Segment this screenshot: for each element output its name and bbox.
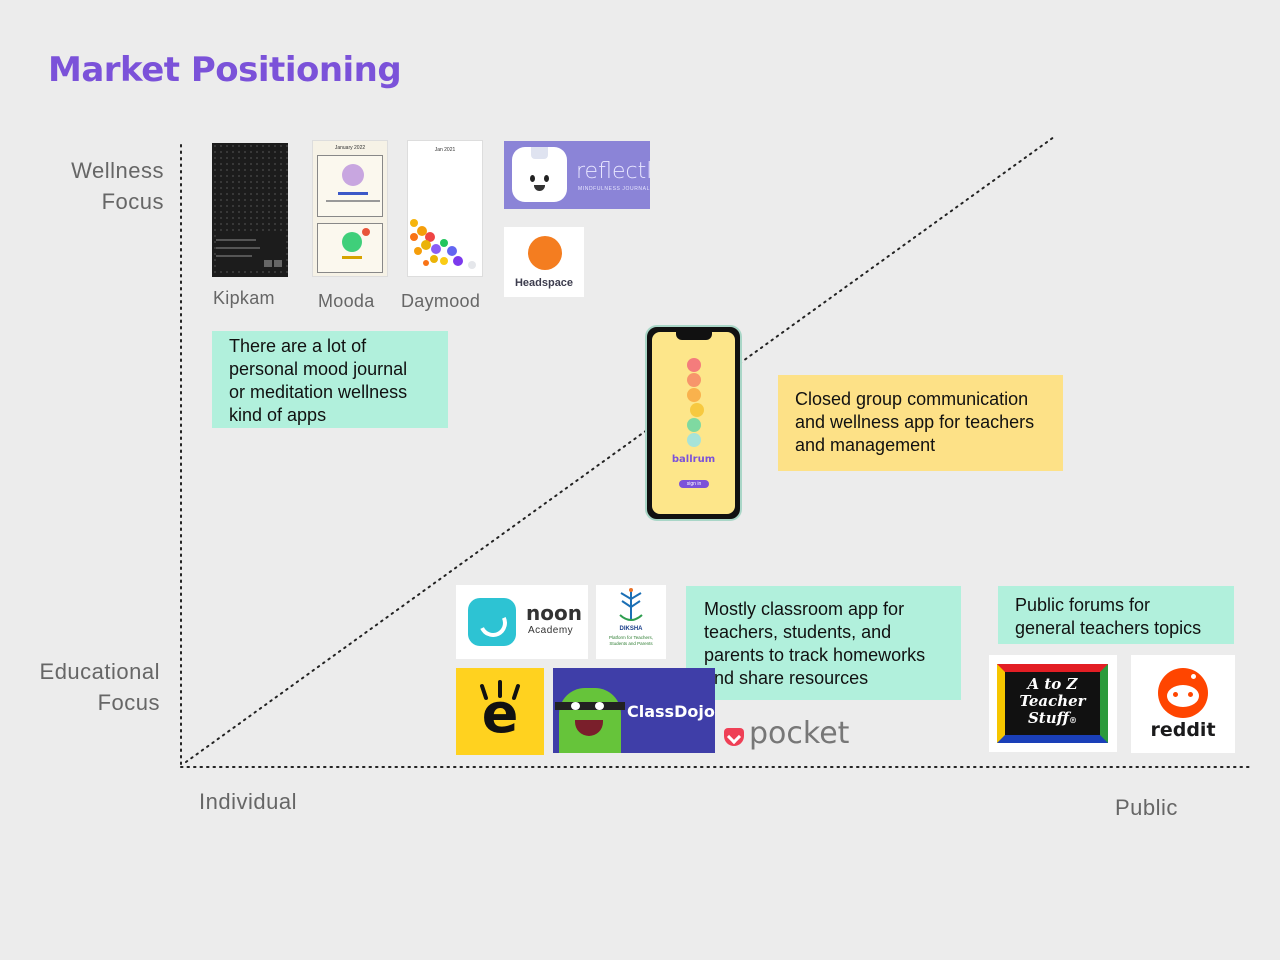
- headspace-logo: Headspace: [504, 227, 584, 297]
- forums-note: Public forums for general teachers topic…: [998, 586, 1234, 644]
- diksha-subtitle: Platform for Teachers, Students and Pare…: [609, 635, 653, 646]
- pocket-logo: pocket: [722, 716, 862, 756]
- mooda-screen-header: January 2022: [334, 145, 366, 151]
- classroom-apps-note: Mostly classroom app for teachers, stude…: [686, 586, 961, 700]
- mood-ball-red: [687, 358, 701, 372]
- daymood-screen-header: Jan 2021: [434, 147, 456, 153]
- edmodo-letter: e: [481, 682, 519, 745]
- mood-ball-pinkorange: [687, 373, 701, 387]
- reflectly-icon: [512, 147, 567, 202]
- noon-subtitle: Academy: [528, 625, 574, 636]
- atoz-teacher-stuff-logo: A to Z Teacher Stuff®: [989, 655, 1117, 752]
- daymood-screenshot: Jan 2021: [407, 140, 483, 277]
- daymood-mood-balls: [410, 219, 476, 269]
- mood-ball-yellow: [690, 403, 704, 417]
- mooda-purple-mood-icon: [342, 164, 364, 186]
- kipkam-label: Kipkam: [213, 288, 275, 308]
- diagonal-trend-line: [185, 136, 1055, 763]
- reddit-logo: reddit: [1131, 655, 1235, 753]
- mood-ball-teal: [687, 433, 701, 447]
- pocket-wordmark: pocket: [749, 716, 850, 751]
- x-axis-left-label: Individual: [199, 789, 297, 814]
- headspace-wordmark: Headspace: [514, 277, 574, 289]
- ballrum-wordmark: ballrum: [671, 454, 716, 465]
- diksha-wordmark: DIKSHA: [619, 626, 643, 632]
- noon-academy-logo: noon Academy: [456, 585, 588, 659]
- noon-icon: [468, 598, 516, 646]
- mooda-green-mood-icon: [342, 232, 362, 252]
- reflectly-tagline: MINDFULNESS JOURNAL: [578, 186, 650, 192]
- classdojo-wordmark: ClassDojo: [627, 702, 715, 721]
- noon-wordmark: noon: [526, 601, 582, 625]
- reflectly-wordmark: reflectly: [576, 159, 650, 184]
- ballrum-description-note: Closed group communication and wellness …: [778, 375, 1063, 471]
- wellness-apps-note: There are a lot of personal mood journal…: [212, 331, 448, 428]
- page-title: Market Positioning: [48, 50, 402, 90]
- phone-screen: ballrum sign in: [652, 332, 735, 514]
- mooda-screenshot: January 2022: [312, 140, 388, 277]
- daymood-label: Daymood: [401, 291, 481, 311]
- mooda-label: Mooda: [318, 291, 375, 311]
- ballrum-sign-in-button[interactable]: sign in: [679, 480, 709, 488]
- phone-notch: [676, 332, 712, 340]
- diksha-logo: DIKSHA Platform for Teachers, Students a…: [596, 585, 666, 659]
- reflectly-logo: reflectly MINDFULNESS JOURNAL: [504, 141, 650, 209]
- classdojo-monster-icon: [555, 688, 625, 753]
- classdojo-logo: ClassDojo: [553, 668, 715, 753]
- reddit-wordmark: reddit: [1150, 719, 1216, 741]
- kipkam-screenshot: [212, 143, 288, 277]
- edmodo-sparks-icon: [480, 680, 520, 700]
- pocket-icon: [724, 728, 744, 746]
- edmodo-logo: e: [456, 668, 544, 755]
- mood-ball-orange: [687, 388, 701, 402]
- reddit-snoo-icon: [1158, 668, 1208, 718]
- ballrum-phone: ballrum sign in: [645, 325, 742, 521]
- atoz-wordmark: A to Z Teacher Stuff®: [1019, 675, 1086, 727]
- mood-ball-green: [687, 418, 701, 432]
- diksha-icon: [619, 588, 643, 621]
- x-axis-right-label: Public: [1115, 795, 1178, 820]
- headspace-orange-dot-icon: [528, 236, 562, 270]
